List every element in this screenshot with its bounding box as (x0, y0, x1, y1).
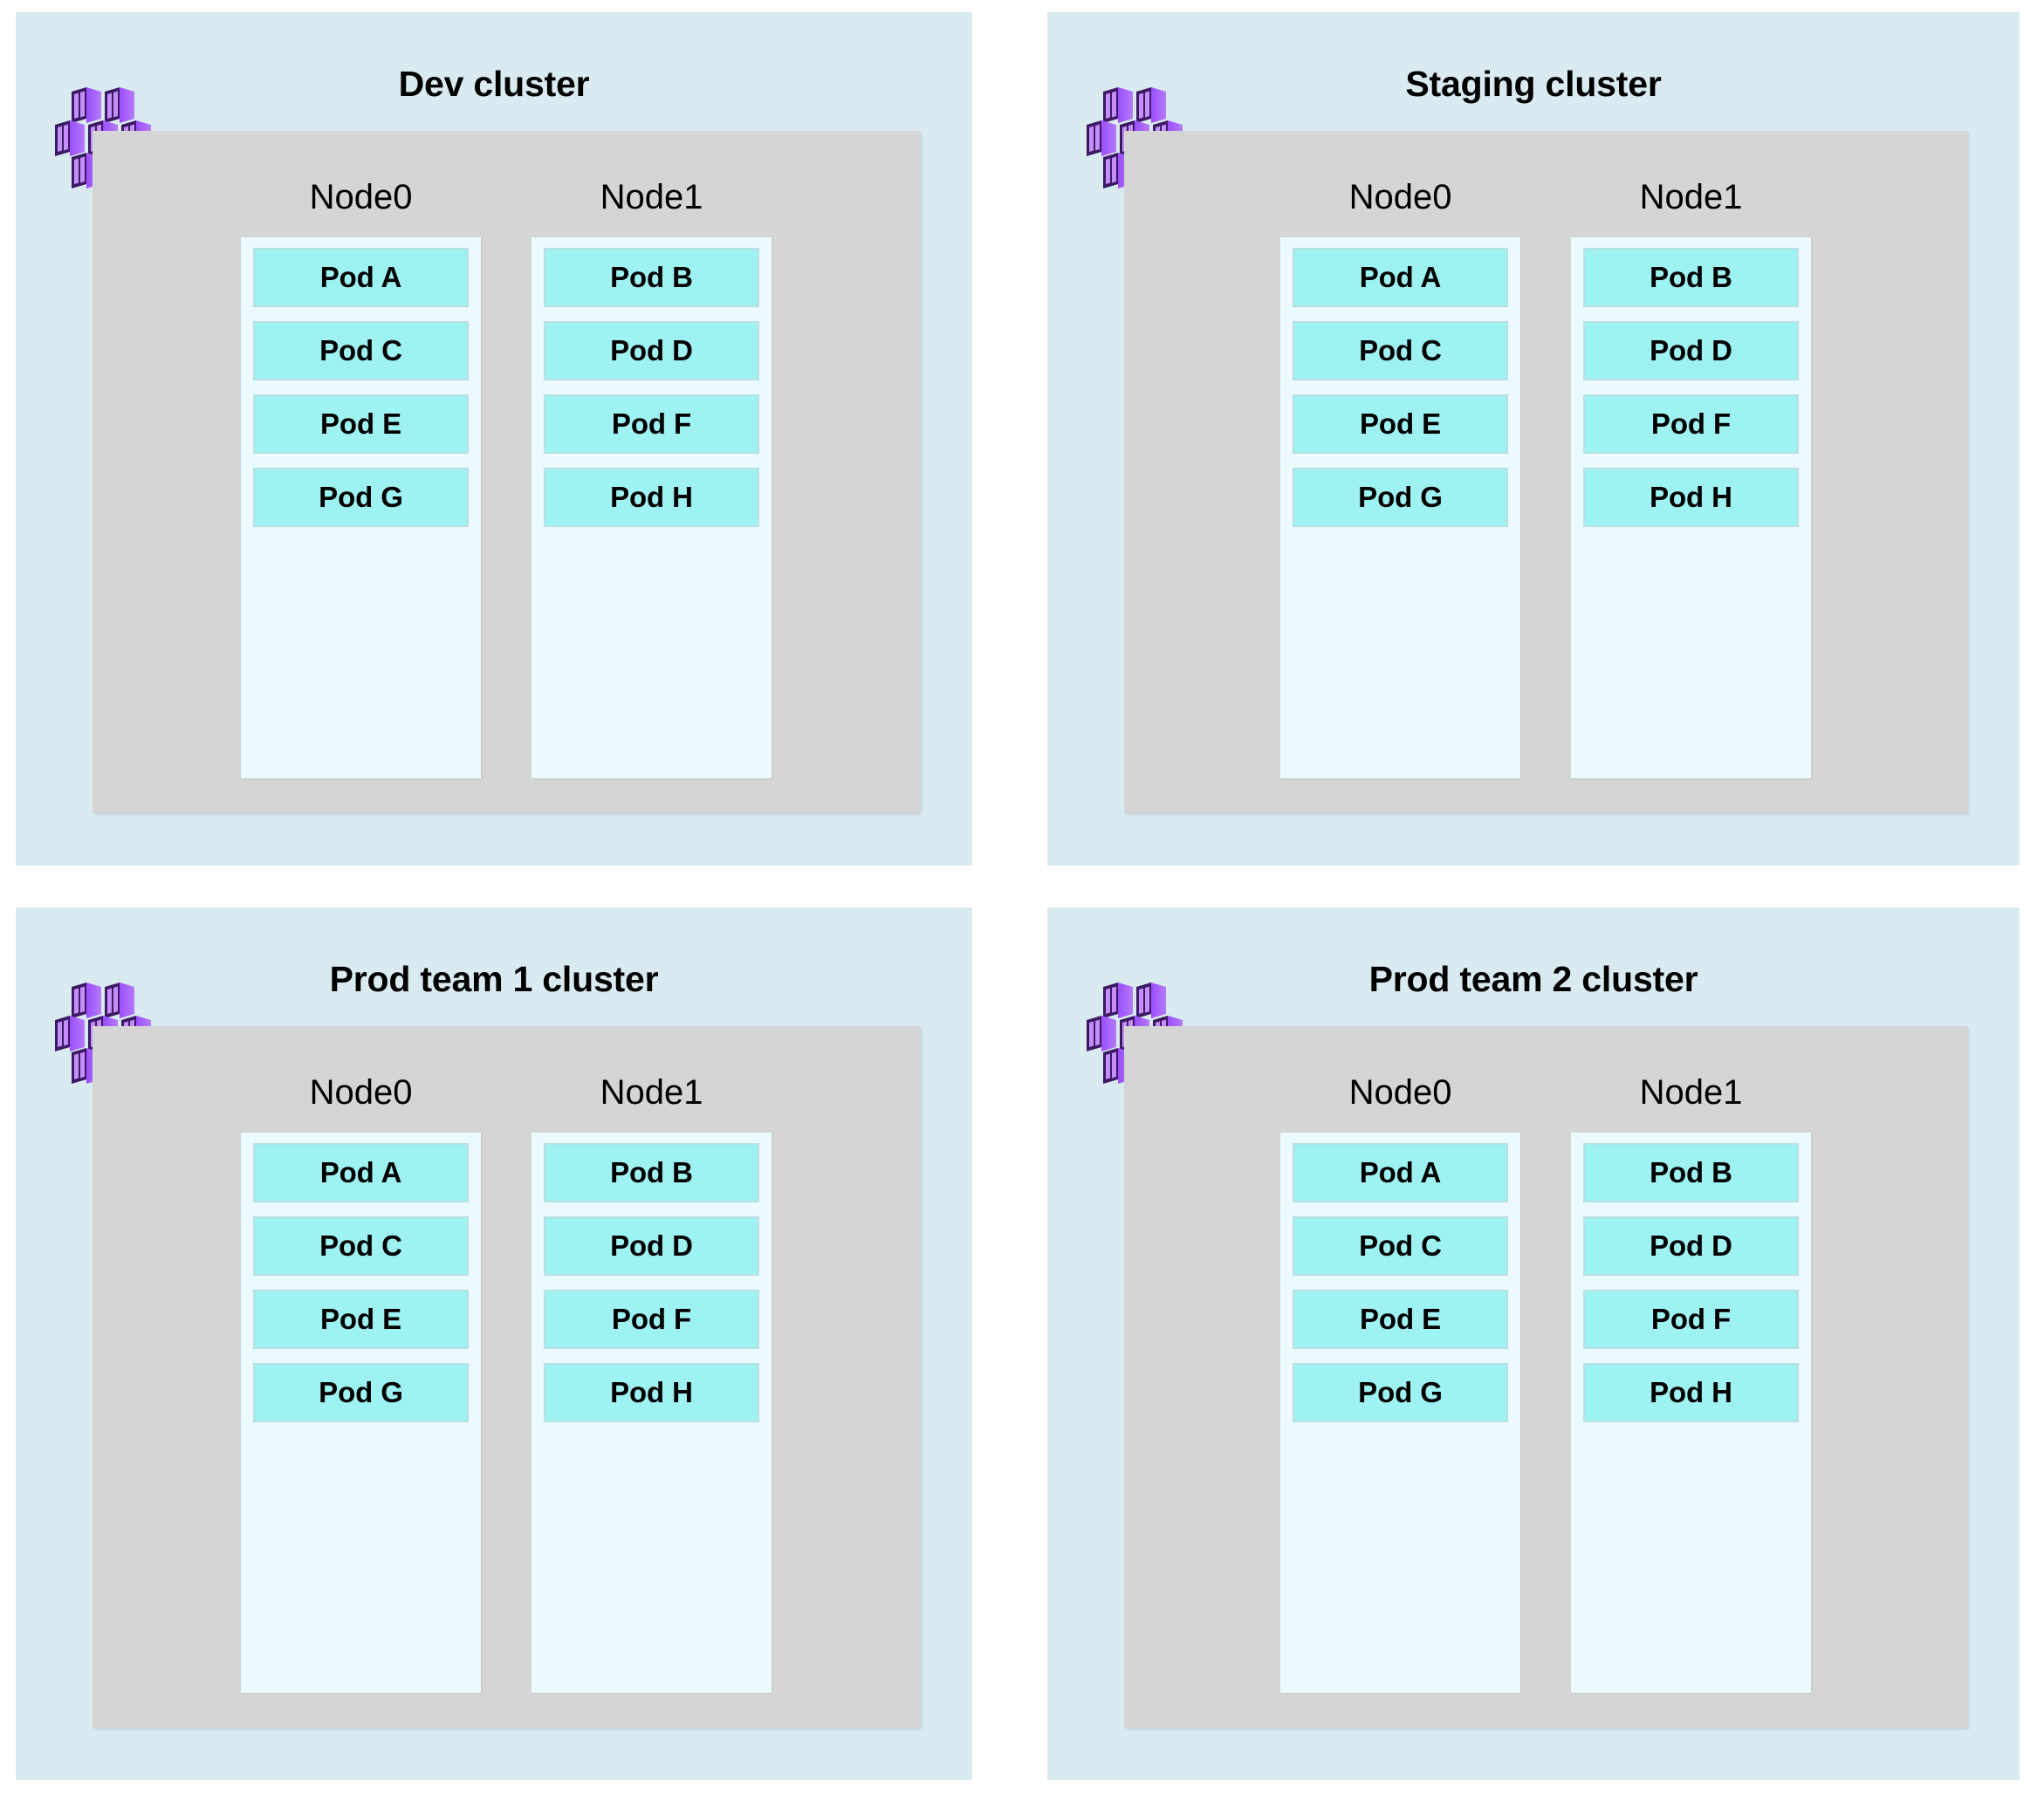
pod-item[interactable]: Pod A (1293, 248, 1508, 307)
cluster-cell-dev: Dev cluster (0, 0, 1014, 899)
node-pod-list: Pod B Pod D Pod F Pod H (532, 1133, 772, 1693)
pod-item[interactable]: Pod E (253, 394, 469, 454)
cluster-infra-box: Node0 Pod A Pod C Pod E Pod G Node1 Pod … (93, 131, 920, 813)
pod-item[interactable]: Pod C (253, 321, 469, 380)
cluster-infra-box: Node0 Pod A Pod C Pod E Pod G Node1 Pod … (1124, 131, 1967, 813)
cluster-panel-staging: Staging cluster (1047, 12, 2020, 866)
node-pod-list: Pod A Pod C Pod E Pod G (1280, 1133, 1520, 1693)
node-label: Node1 (1639, 178, 1743, 216)
pod-item[interactable]: Pod F (544, 1290, 759, 1349)
cluster-panel-prod-team-1: Prod team 1 cluster (16, 907, 972, 1780)
cluster-title: Staging cluster (1405, 64, 1662, 104)
cluster-cell-prod-team-2: Prod team 2 cluster (1014, 899, 2044, 1801)
pod-item[interactable]: Pod D (544, 321, 759, 380)
pod-item[interactable]: Pod A (253, 1143, 469, 1202)
pod-item[interactable]: Pod C (253, 1216, 469, 1276)
nodes-row: Node0 Pod A Pod C Pod E Pod G Node1 Pod … (93, 1026, 920, 1728)
pod-item[interactable]: Pod E (1293, 394, 1508, 454)
pod-item[interactable]: Pod D (1583, 321, 1799, 380)
pod-item[interactable]: Pod G (253, 468, 469, 527)
node-label: Node0 (309, 1073, 413, 1112)
cluster-cell-staging: Staging cluster (1014, 0, 2044, 899)
pod-item[interactable]: Pod A (1293, 1143, 1508, 1202)
cluster-title: Prod team 2 cluster (1368, 959, 1698, 999)
node-pod-list: Pod B Pod D Pod F Pod H (1571, 1133, 1811, 1693)
pod-item[interactable]: Pod H (1583, 1363, 1799, 1422)
node-label: Node0 (309, 178, 413, 216)
node-pod-list: Pod A Pod C Pod E Pod G (241, 237, 481, 778)
pod-item[interactable]: Pod E (253, 1290, 469, 1349)
node-label: Node1 (600, 1073, 703, 1112)
cluster-panel-prod-team-2: Prod team 2 cluster (1047, 907, 2020, 1780)
node-pod-list: Pod A Pod C Pod E Pod G (241, 1133, 481, 1693)
pod-item[interactable]: Pod F (544, 394, 759, 454)
pod-item[interactable]: Pod G (253, 1363, 469, 1422)
pod-item[interactable]: Pod D (1583, 1216, 1799, 1276)
cluster-title: Dev cluster (398, 64, 590, 104)
pod-item[interactable]: Pod H (544, 468, 759, 527)
node-label: Node0 (1348, 178, 1452, 216)
node-0: Node0 Pod A Pod C Pod E Pod G (241, 1075, 481, 1693)
node-label: Node1 (1639, 1073, 1743, 1112)
pod-item[interactable]: Pod B (544, 248, 759, 307)
pod-item[interactable]: Pod G (1293, 1363, 1508, 1422)
pod-item[interactable]: Pod H (1583, 468, 1799, 527)
nodes-row: Node0 Pod A Pod C Pod E Pod G Node1 Pod … (1124, 131, 1967, 813)
pod-item[interactable]: Pod G (1293, 468, 1508, 527)
nodes-row: Node0 Pod A Pod C Pod E Pod G Node1 Pod … (1124, 1026, 1967, 1728)
pod-item[interactable]: Pod F (1583, 1290, 1799, 1349)
nodes-row: Node0 Pod A Pod C Pod E Pod G Node1 Pod … (93, 131, 920, 813)
pod-item[interactable]: Pod D (544, 1216, 759, 1276)
pod-item[interactable]: Pod B (1583, 1143, 1799, 1202)
pod-item[interactable]: Pod C (1293, 321, 1508, 380)
pod-item[interactable]: Pod B (1583, 248, 1799, 307)
node-pod-list: Pod A Pod C Pod E Pod G (1280, 237, 1520, 778)
pod-item[interactable]: Pod F (1583, 394, 1799, 454)
cluster-cell-prod-team-1: Prod team 1 cluster (0, 899, 1014, 1801)
node-1: Node1 Pod B Pod D Pod F Pod H (1571, 1075, 1811, 1693)
pod-item[interactable]: Pod C (1293, 1216, 1508, 1276)
pod-item[interactable]: Pod B (544, 1143, 759, 1202)
pod-item[interactable]: Pod H (544, 1363, 759, 1422)
node-0: Node0 Pod A Pod C Pod E Pod G (241, 180, 481, 778)
node-1: Node1 Pod B Pod D Pod F Pod H (532, 1075, 772, 1693)
node-pod-list: Pod B Pod D Pod F Pod H (532, 237, 772, 778)
node-label: Node1 (600, 178, 703, 216)
cluster-title: Prod team 1 cluster (329, 959, 659, 999)
cluster-infra-box: Node0 Pod A Pod C Pod E Pod G Node1 Pod … (1124, 1026, 1967, 1728)
node-label: Node0 (1348, 1073, 1452, 1112)
node-pod-list: Pod B Pod D Pod F Pod H (1571, 237, 1811, 778)
cluster-panel-dev: Dev cluster (16, 12, 972, 866)
pod-item[interactable]: Pod E (1293, 1290, 1508, 1349)
node-0: Node0 Pod A Pod C Pod E Pod G (1280, 1075, 1520, 1693)
node-1: Node1 Pod B Pod D Pod F Pod H (1571, 180, 1811, 778)
node-1: Node1 Pod B Pod D Pod F Pod H (532, 180, 772, 778)
cluster-infra-box: Node0 Pod A Pod C Pod E Pod G Node1 Pod … (93, 1026, 920, 1728)
pod-item[interactable]: Pod A (253, 248, 469, 307)
node-0: Node0 Pod A Pod C Pod E Pod G (1280, 180, 1520, 778)
